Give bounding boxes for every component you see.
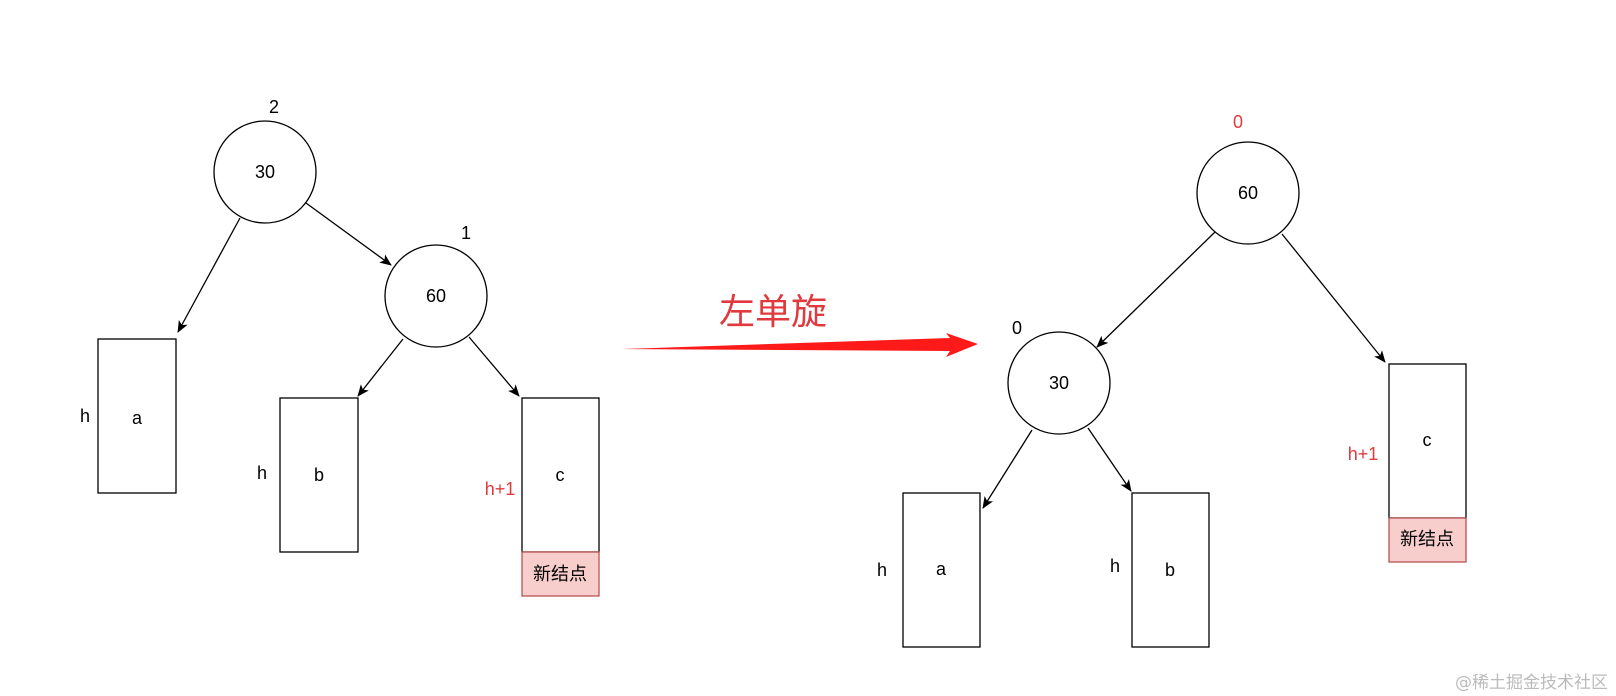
- node-value: 30: [255, 162, 275, 182]
- watermark: @稀土掘金技术社区: [1455, 673, 1608, 693]
- edge-60-to-c: [1281, 233, 1386, 363]
- edge-30-to-a: [177, 217, 241, 333]
- edge-30-to-60: [305, 202, 392, 266]
- red-arrow-icon: [622, 333, 978, 357]
- subtree-label: a: [132, 408, 143, 428]
- subtree-c: c: [1388, 363, 1467, 519]
- node-value: 30: [1049, 373, 1069, 393]
- balance-factor: 0: [1012, 318, 1022, 338]
- rotation-indicator: 左单旋: [622, 292, 978, 357]
- subtree-label: b: [314, 465, 324, 485]
- new-node-label: 新结点: [1400, 529, 1454, 550]
- balance-factor: 2: [269, 97, 279, 117]
- subtree-b: b: [279, 397, 359, 553]
- node-value: 60: [426, 286, 446, 306]
- edge-60-to-b: [357, 338, 404, 397]
- edge-60-to-30: [1096, 231, 1216, 348]
- new-node-label: 新结点: [533, 564, 587, 585]
- new-node-box: 新结点: [1388, 517, 1467, 563]
- tree-node-30: 30: [213, 120, 317, 224]
- subtree-height-label: h: [1110, 556, 1120, 576]
- tree-node-30: 30: [1007, 331, 1111, 435]
- balance-factor: 1: [461, 223, 471, 243]
- subtree-c: c: [521, 397, 600, 553]
- subtree-label: c: [556, 465, 565, 485]
- balance-factor: 0: [1233, 112, 1243, 132]
- edge-60-to-c: [468, 336, 520, 397]
- after-tree: 60 0 30 0 a h b h c h+1 新结点: [877, 112, 1467, 648]
- new-node-box: 新结点: [521, 551, 600, 597]
- before-tree: 30 2 60 1 a h b h c h+1 新结点: [80, 97, 600, 597]
- subtree-height-label: h+1: [485, 479, 516, 499]
- subtree-height-label: h: [877, 560, 887, 580]
- subtree-a: a: [902, 492, 981, 648]
- subtree-height-label: h+1: [1348, 444, 1379, 464]
- subtree-height-label: h: [80, 406, 90, 426]
- subtree-b: b: [1131, 492, 1210, 648]
- edge-30-to-a: [982, 429, 1033, 509]
- subtree-height-label: h: [257, 463, 267, 483]
- subtree-label: c: [1423, 430, 1432, 450]
- tree-node-60: 60: [1196, 141, 1300, 245]
- node-value: 60: [1238, 183, 1258, 203]
- subtree-label: a: [936, 559, 947, 579]
- rotation-label: 左单旋: [719, 292, 827, 333]
- subtree-a: a: [97, 338, 177, 494]
- subtree-label: b: [1165, 560, 1175, 580]
- tree-node-60: 60: [384, 244, 488, 348]
- edge-30-to-b: [1087, 427, 1132, 492]
